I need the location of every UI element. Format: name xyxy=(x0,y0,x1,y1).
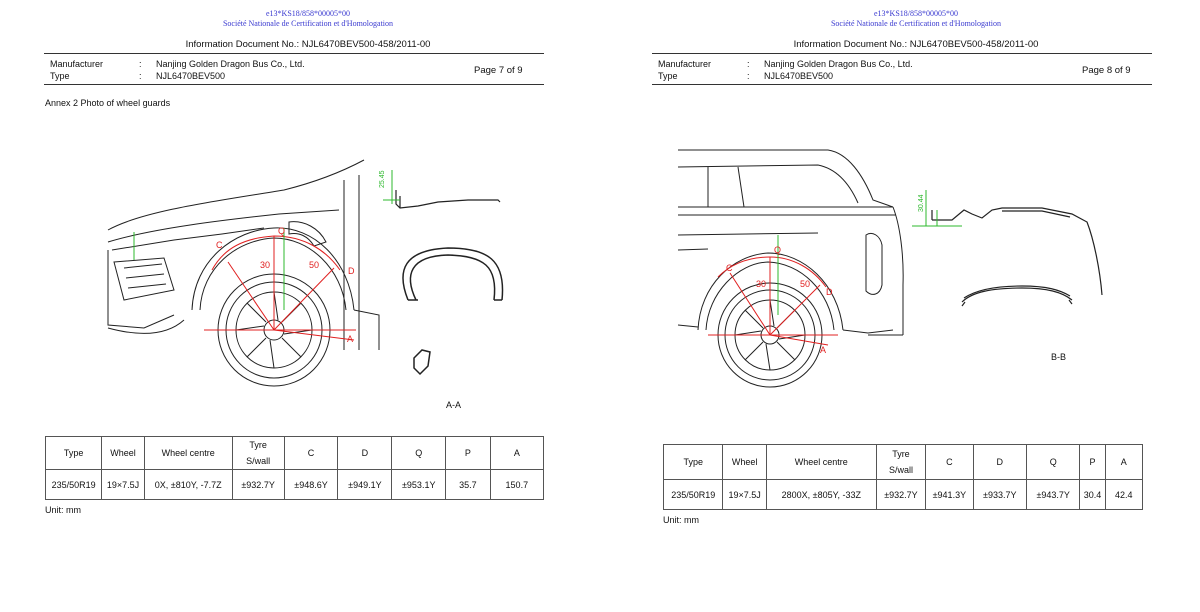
annex-title: Annex 2 Photo of wheel guards xyxy=(45,98,171,108)
header-tyre-swall: Tyre S/wall xyxy=(875,444,927,480)
drawing-label-30: 30 xyxy=(756,279,766,289)
type-label: Type xyxy=(50,71,70,81)
header-wheel: Wheel xyxy=(101,436,145,470)
header-p: P xyxy=(445,436,491,470)
cell-q: ±953.1Y xyxy=(391,469,447,500)
header-type: Type xyxy=(662,444,724,480)
cell-wheel: 19×7.5J xyxy=(722,479,767,510)
wheel-guard-spec-table: Type Wheel Wheel centre Tyre S/wall C D … xyxy=(44,436,545,500)
cell-a: 150.7 xyxy=(489,469,545,500)
table-header-row: Type Wheel Wheel centre Tyre S/wall C D … xyxy=(44,436,545,470)
cell-tyre-swall: ±932.7Y xyxy=(231,469,285,500)
header-top-rule xyxy=(652,53,1152,54)
cert-authority: Société Nationale de Certification et d'… xyxy=(830,19,1002,28)
cell-c: ±941.3Y xyxy=(925,479,974,510)
drawing-label-a: A xyxy=(347,334,353,344)
cell-d: ±933.7Y xyxy=(972,479,1027,510)
header-a: A xyxy=(489,436,545,470)
header-tyre-swall: Tyre S/wall xyxy=(231,436,285,470)
type-label: Type xyxy=(658,71,678,81)
document-page-7: e13*KS18/858*00005*00 Société Nationale … xyxy=(28,0,588,612)
information-document-number: Information Document No.: NJL6470BEV500-… xyxy=(793,39,1039,50)
section-dimension: 25.45 xyxy=(379,170,386,188)
header-wheel: Wheel xyxy=(722,444,767,480)
drawing-label-q: Q xyxy=(278,226,285,236)
header-bottom-rule xyxy=(44,84,544,85)
cell-p: 30.4 xyxy=(1079,479,1106,510)
header-a: A xyxy=(1104,444,1144,480)
drawing-label-50: 50 xyxy=(309,260,319,270)
header-wheel-centre: Wheel centre xyxy=(143,436,233,470)
manufacturer-label: Manufacturer xyxy=(50,59,104,69)
wheel-guard-drawing-front: C D Q A 30 50 xyxy=(107,159,380,387)
certification-header: e13*KS18/858*00005*00 Société Nationale … xyxy=(636,9,1196,29)
section-dimension: 30.44 xyxy=(918,194,925,212)
header-top-rule xyxy=(44,53,544,54)
drawing-label-q: Q xyxy=(774,245,781,255)
drawing-label-50: 50 xyxy=(800,279,810,289)
header-d: D xyxy=(337,436,393,470)
section-label-b-b: B-B xyxy=(1051,352,1067,362)
cell-type: 235/50R19 xyxy=(44,469,103,500)
drawing-label-30: 30 xyxy=(260,260,270,270)
wheel-guard-spec-table: Type Wheel Wheel centre Tyre S/wall C D … xyxy=(662,444,1144,510)
header-c: C xyxy=(283,436,339,470)
cell-wheel-centre: 0X, ±810Y, -7.7Z xyxy=(143,469,233,500)
type-value: NJL6470BEV500 xyxy=(764,71,834,81)
header-p: P xyxy=(1079,444,1106,480)
drawing-label-c: C xyxy=(216,240,223,250)
header-d: D xyxy=(972,444,1027,480)
cell-q: ±943.7Y xyxy=(1025,479,1081,510)
type-value: NJL6470BEV500 xyxy=(156,71,226,81)
manufacturer-colon: : xyxy=(747,59,750,69)
header-bottom-rule xyxy=(652,84,1152,85)
document-page-8: e13*KS18/858*00005*00 Société Nationale … xyxy=(636,0,1196,612)
type-colon: : xyxy=(139,71,142,81)
header-q: Q xyxy=(391,436,447,470)
cert-authority: Société Nationale de Certification et d'… xyxy=(222,19,394,28)
table-header-row: Type Wheel Wheel centre Tyre S/wall C D … xyxy=(662,444,1144,480)
cert-number: e13*KS18/858*00005*00 xyxy=(266,9,350,18)
header-type: Type xyxy=(44,436,103,470)
cell-wheel-centre: 2800X, ±805Y, -33Z xyxy=(765,479,877,510)
certification-header: e13*KS18/858*00005*00 Société Nationale … xyxy=(28,9,588,29)
page-number: Page 8 of 9 xyxy=(1082,65,1131,76)
cell-c: ±948.6Y xyxy=(283,469,339,500)
table-row: 235/50R19 19×7.5J 2800X, ±805Y, -33Z ±93… xyxy=(662,479,1144,510)
header-q: Q xyxy=(1025,444,1081,480)
drawing-label-d: D xyxy=(348,266,355,276)
drawing-label-a: A xyxy=(820,345,826,355)
cell-type: 235/50R19 xyxy=(662,479,724,510)
manufacturer-colon: : xyxy=(139,59,142,69)
type-colon: : xyxy=(747,71,750,81)
page-number: Page 7 of 9 xyxy=(474,65,523,76)
cell-wheel: 19×7.5J xyxy=(101,469,145,500)
drawing-label-c: C xyxy=(726,263,733,273)
cert-number: e13*KS18/858*00005*00 xyxy=(874,9,958,18)
cell-tyre-swall: ±932.7Y xyxy=(875,479,927,510)
manufacturer-label: Manufacturer xyxy=(658,59,712,69)
drawing-label-d: D xyxy=(826,287,833,297)
manufacturer-value: Nanjing Golden Dragon Bus Co., Ltd. xyxy=(156,59,305,69)
section-b-b-drawing: 30.44 xyxy=(912,190,1103,307)
wheel-guard-drawing-rear: C D Q A 30 50 xyxy=(677,149,904,388)
cell-p: 35.7 xyxy=(445,469,491,500)
cell-a: 42.4 xyxy=(1104,479,1144,510)
header-c: C xyxy=(925,444,974,480)
table-row: 235/50R19 19×7.5J 0X, ±810Y, -7.7Z ±932.… xyxy=(44,469,545,500)
unit-note: Unit: mm xyxy=(45,505,81,515)
section-label-a-a: A-A xyxy=(446,400,462,410)
manufacturer-value: Nanjing Golden Dragon Bus Co., Ltd. xyxy=(764,59,913,69)
unit-note: Unit: mm xyxy=(663,515,699,525)
section-a-a-drawing: 25.45 xyxy=(379,170,504,376)
cell-d: ±949.1Y xyxy=(337,469,393,500)
header-wheel-centre: Wheel centre xyxy=(765,444,877,480)
information-document-number: Information Document No.: NJL6470BEV500-… xyxy=(185,39,431,50)
